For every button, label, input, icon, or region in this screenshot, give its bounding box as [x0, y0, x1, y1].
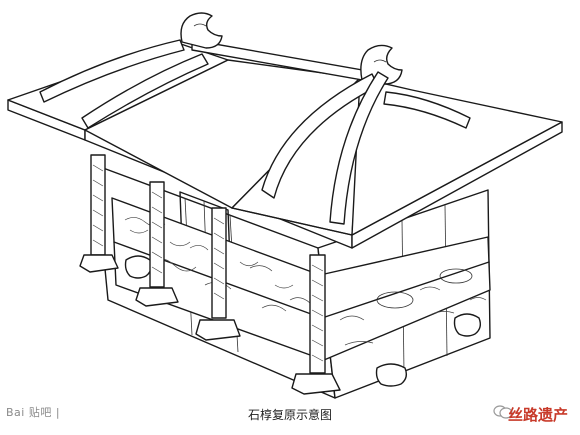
lion-head-feet — [124, 255, 482, 387]
baidu-tieba-watermark: Bai 贴吧 | — [6, 406, 61, 419]
figure-caption: 石椁复原示意图 — [247, 408, 332, 422]
silk-road-heritage-watermark: 丝路遗产 — [507, 406, 568, 424]
hip-ridge-beams — [39, 39, 471, 225]
hip-roof — [7, 39, 563, 249]
columns — [79, 154, 341, 395]
chat-bubbles-icon — [493, 405, 513, 419]
